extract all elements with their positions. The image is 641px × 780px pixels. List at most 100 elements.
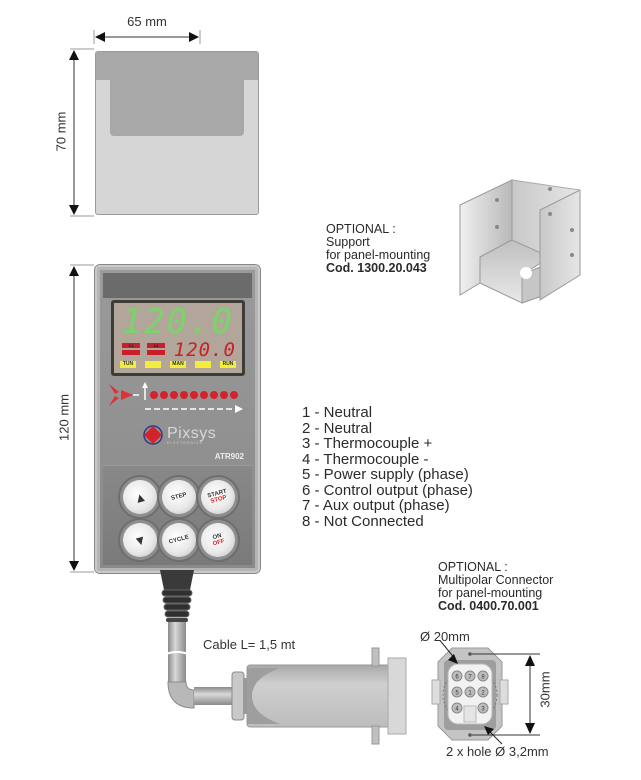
indicator-a1: A1	[147, 343, 165, 355]
mounting-holes-label: 2 x hole Ø 3,2mm	[446, 744, 549, 759]
connector-height-label: 30mm	[537, 671, 553, 708]
cable-and-plug	[160, 570, 407, 745]
pinout-item: 8 - Not Connected	[302, 512, 424, 530]
step-button[interactable]: STEP	[158, 476, 200, 518]
program-led	[190, 391, 198, 399]
panel-support-bracket	[459, 179, 581, 304]
program-led	[220, 391, 228, 399]
connector-pin	[451, 702, 463, 714]
indicator-a1-label: A1	[147, 343, 165, 348]
mounting-hole-bottom	[468, 733, 472, 737]
device-height-arrow	[69, 264, 94, 573]
support-note-heading: OPTIONAL :	[326, 222, 396, 236]
connector-plug-housing	[246, 664, 398, 728]
connector-note-line2: for panel-mounting	[438, 586, 543, 600]
off-label: OFF	[212, 538, 226, 548]
pinout-item: 1 - Neutral	[302, 404, 373, 421]
connector-pin	[477, 686, 489, 698]
lcd-display: 120.0 C1 A1 120.0 TUN MAN RUN	[111, 300, 245, 376]
cover-width-arrow	[93, 30, 201, 44]
pixsys-logo-icon	[143, 425, 163, 445]
indicator-c1-label: C1	[122, 343, 140, 348]
cover-height-dimension: 70 mm	[50, 48, 94, 218]
status-tags: TUN MAN RUN	[120, 361, 236, 368]
connector-pin	[477, 702, 489, 714]
device-height-dimension: 120 mm	[50, 264, 94, 574]
connector-pin	[464, 686, 476, 698]
locking-pin-bottom	[371, 725, 380, 745]
up-button[interactable]: ▲	[119, 476, 161, 518]
program-led	[170, 391, 178, 399]
arrow-in-top-icon	[109, 384, 119, 394]
step-button-label: STEP	[170, 492, 188, 502]
connector-note: OPTIONAL : Multipolar Connector for pane…	[438, 561, 553, 613]
program-led	[180, 391, 188, 399]
connector-pin	[477, 670, 489, 682]
device-height-label: 120 mm	[56, 394, 72, 441]
connector-pin	[451, 686, 463, 698]
strain-relief	[160, 570, 194, 590]
mounting-hole-top	[468, 652, 472, 656]
connector-pin-number: 3	[481, 707, 485, 713]
arrow-in-bottom-icon	[109, 396, 119, 406]
connector-pin-number: 7	[468, 675, 472, 681]
cycle-button-label: CYCLE	[168, 534, 190, 546]
status-tag-blank-1	[145, 361, 161, 368]
arrow-right-icon	[121, 390, 133, 400]
pinout-item: 7 - Aux output (phase)	[302, 497, 450, 514]
brand-subtitle: ELECTRONICS	[167, 440, 203, 445]
status-tag-man: MAN	[170, 361, 186, 368]
status-tag-blank-2	[195, 361, 211, 368]
connector-pin-number: 2	[481, 691, 485, 697]
brand-logo: Pixsys ELECTRONICS	[142, 424, 216, 446]
cable-gland-nut	[231, 671, 245, 721]
down-arrow-icon: ▼	[131, 531, 149, 549]
connector-note-line1: Multipolar Connector	[438, 573, 554, 587]
program-led-bar	[109, 382, 243, 413]
connector-note-code: Cod. 0400.70.001	[438, 599, 539, 613]
cable-horizontal	[194, 687, 234, 705]
model-label: ATR902	[214, 452, 244, 461]
down-button[interactable]: ▼	[119, 519, 161, 561]
cycle-button[interactable]: CYCLE	[158, 519, 200, 561]
connector-pin	[451, 670, 463, 682]
connector-note-heading: OPTIONAL :	[438, 560, 508, 574]
program-led	[210, 391, 218, 399]
program-led	[160, 391, 168, 399]
connector-pin-number: 8	[481, 675, 485, 681]
main-display-value: 120.0	[121, 302, 234, 342]
cover-width-dimension: 65 mm	[93, 14, 201, 44]
indicator-c1: C1	[122, 343, 140, 355]
connector-flange	[387, 657, 407, 735]
status-tag-tun: TUN	[120, 361, 136, 368]
pinout-item: 4 - Thermocouple -	[302, 450, 429, 468]
connector-pin-number: 1	[468, 691, 472, 697]
support-note-line2: for panel-mounting	[326, 248, 431, 262]
cable-break-mark	[165, 651, 189, 655]
front-cover-window	[96, 52, 258, 80]
locking-pin-top	[371, 647, 380, 667]
program-led	[150, 391, 158, 399]
pinout-list: 1 - Neutral 2 - Neutral 3 - Thermocouple…	[302, 405, 473, 529]
cover-width-label: 65 mm	[127, 14, 167, 29]
support-note: OPTIONAL : Support for panel-mounting Co…	[326, 223, 430, 275]
cover-height-arrow	[69, 48, 94, 217]
program-led	[200, 391, 208, 399]
connector-pin-number: 4	[455, 707, 459, 713]
pinout-item: 6 - Control output (phase)	[302, 481, 473, 499]
cable-length-label: Cable L= 1,5 mt	[203, 637, 296, 652]
front-cover-inset	[110, 80, 244, 136]
connector-diameter-label: Ø 20mm	[420, 629, 470, 644]
connector-pin-number: 5	[455, 691, 459, 697]
pinout-item: 2 - Neutral	[302, 419, 373, 437]
secondary-display-value: 120.0	[173, 339, 236, 361]
front-cover	[95, 51, 259, 215]
program-led	[230, 391, 238, 399]
status-tag-run: RUN	[220, 361, 236, 368]
up-arrow-icon: ▲	[131, 488, 149, 506]
connector-pin	[464, 670, 476, 682]
